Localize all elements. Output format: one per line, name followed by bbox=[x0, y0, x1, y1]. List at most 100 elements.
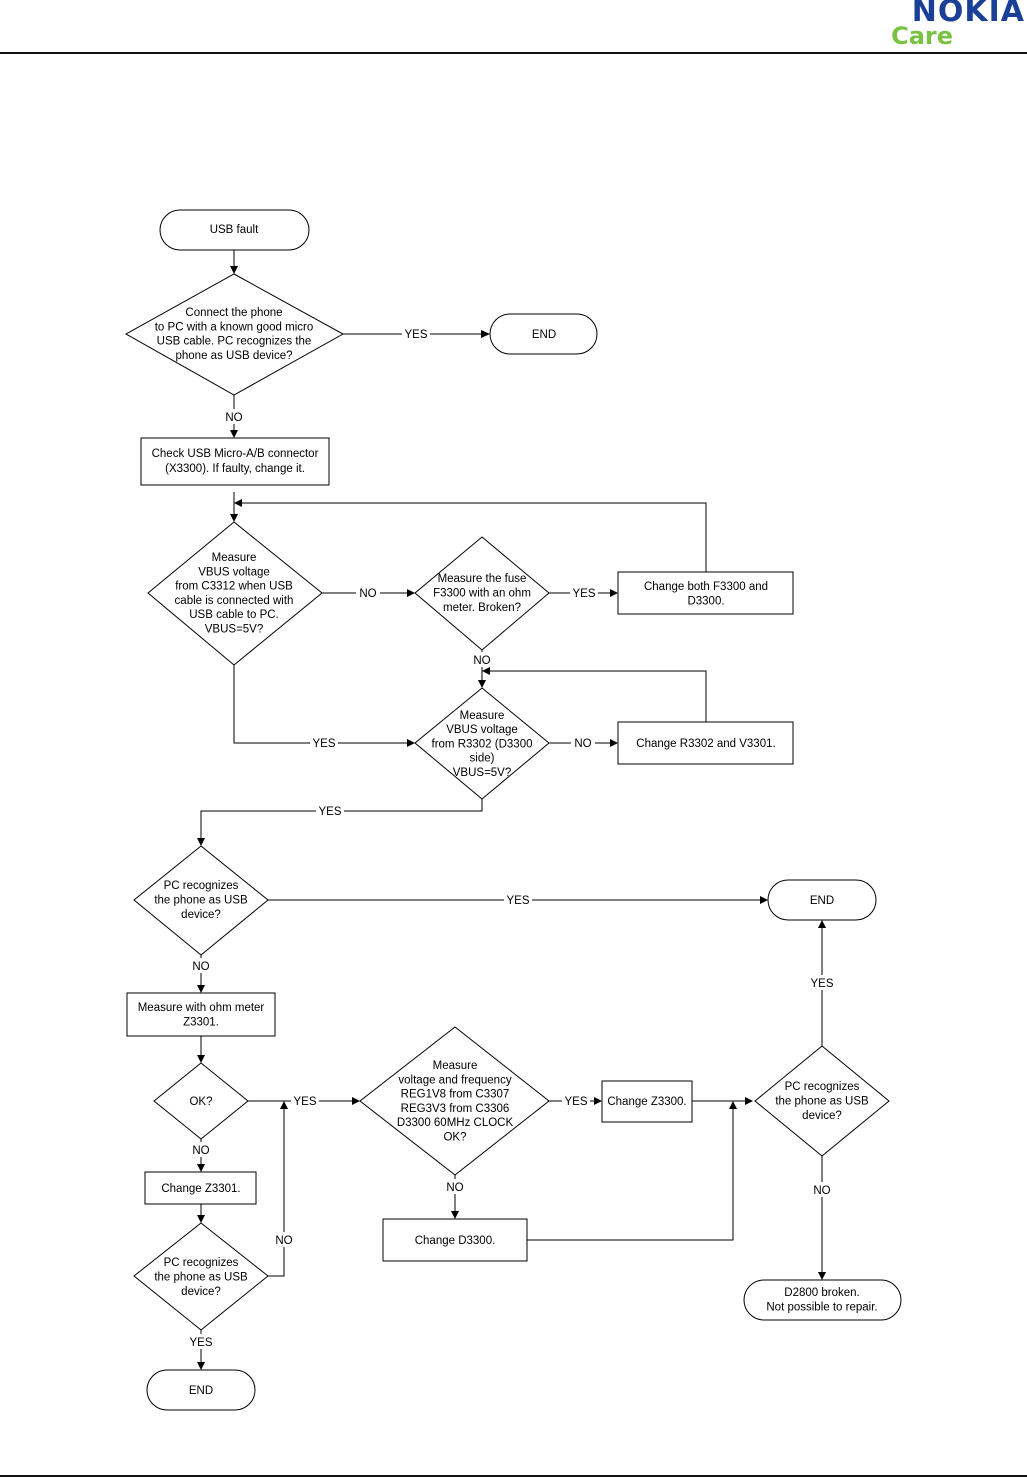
node-text-line: voltage and frequency bbox=[398, 1074, 511, 1086]
node-text-line: the phone as USB bbox=[154, 1272, 248, 1284]
node-text-line: Not possible to repair. bbox=[766, 1302, 877, 1314]
edge-label-pc1-no: NO bbox=[192, 961, 209, 973]
node-text-line: USB cable. PC recognizes the bbox=[157, 336, 312, 348]
svg-text:USB fault: USB fault bbox=[210, 224, 259, 236]
node-text-line: Check USB Micro-A/B connector bbox=[152, 448, 319, 460]
process-change-z3301: Change Z3301. bbox=[144, 1171, 257, 1205]
node-text-line: Measure bbox=[212, 552, 257, 564]
edge-label-pc2-no: NO bbox=[275, 1235, 292, 1247]
node-text-line: (X3300). If faulty, change it. bbox=[165, 463, 305, 475]
svg-text:D2800 broken.Not possible to r: D2800 broken. Not possible to repair. bbox=[766, 1287, 877, 1314]
svg-text:Check USB Micro-A/B connector(: Check USB Micro-A/B connector (X3300). If… bbox=[152, 448, 319, 475]
terminal-end-2: END bbox=[767, 879, 877, 921]
node-text-line: D3300 60MHz CLOCK bbox=[397, 1117, 514, 1129]
care-logo: Care bbox=[891, 22, 953, 50]
edge-label-r3302-no: NO bbox=[574, 738, 591, 750]
process-change-d3300: Change D3300. bbox=[382, 1218, 528, 1262]
node-text-line: VBUS voltage bbox=[198, 566, 270, 578]
node-text-line: device? bbox=[181, 1286, 221, 1298]
node-text-line: meter. Broken? bbox=[443, 602, 521, 614]
svg-text:Change D3300.: Change D3300. bbox=[415, 1235, 496, 1247]
terminal-end-3: END bbox=[146, 1369, 256, 1411]
node-text-line: from C3312 when USB bbox=[175, 581, 293, 593]
node-text-line: device? bbox=[181, 909, 221, 921]
svg-text:Change Z3301.: Change Z3301. bbox=[161, 1183, 240, 1195]
node-text-line: Connect the phone bbox=[185, 307, 282, 319]
edge-label-reg-no: NO bbox=[446, 1182, 463, 1194]
node-text-line: VBUS voltage bbox=[446, 724, 518, 736]
node-text-line: Z3301. bbox=[183, 1017, 219, 1029]
terminal-d2800-broken: D2800 broken. Not possible to repair. bbox=[743, 1279, 902, 1321]
node-text-line: REG3V3 from C3306 bbox=[401, 1103, 510, 1115]
process-change-z3300: Change Z3300. bbox=[601, 1080, 693, 1123]
edge-label-connect-no: NO bbox=[225, 412, 242, 424]
node-text-line: Change Z3300. bbox=[607, 1096, 686, 1108]
node-text-line: Measure bbox=[433, 1060, 478, 1072]
node-text-line: VBUS=5V? bbox=[453, 767, 512, 779]
node-start: USB fault bbox=[159, 209, 310, 251]
svg-text:END: END bbox=[532, 329, 556, 341]
node-text-line: OK? bbox=[443, 1132, 466, 1144]
page-header: NOKIA Care bbox=[0, 0, 1027, 56]
decision-ok: OK? bbox=[153, 1062, 249, 1140]
process-change-r3302: Change R3302 and V3301. bbox=[617, 721, 794, 765]
edge-label-reg-yes: YES bbox=[564, 1096, 587, 1108]
edge-label-pc3-yes: YES bbox=[810, 978, 833, 990]
node-text-line: cable is connected with bbox=[175, 595, 294, 607]
node-text-line: device? bbox=[802, 1110, 842, 1122]
edge-label-pc3-no: NO bbox=[813, 1185, 830, 1197]
connectors bbox=[197, 250, 826, 1370]
edge-label-fuse-no: NO bbox=[473, 655, 490, 667]
edge-label-connect-yes: YES bbox=[404, 329, 427, 341]
node-text-line: PC recognizes bbox=[164, 1257, 239, 1269]
edge-label-ok-yes: YES bbox=[293, 1096, 316, 1108]
node-text-line: phone as USB device? bbox=[176, 350, 293, 362]
node-text-line: D3300. bbox=[687, 596, 724, 608]
node-text-line: D2800 broken. bbox=[784, 1287, 859, 1299]
edge-label-pc1-yes: YES bbox=[506, 895, 529, 907]
node-text-line: the phone as USB bbox=[775, 1096, 869, 1108]
node-text-line: Change R3302 and V3301. bbox=[636, 738, 775, 750]
node-text-line: Change both F3300 and bbox=[644, 581, 768, 593]
edge-label-ok-no: NO bbox=[192, 1145, 209, 1157]
nokia-logo: NOKIA bbox=[911, 0, 1025, 29]
node-text-line: F3300 with an ohm bbox=[433, 588, 531, 600]
terminal-end-1: END bbox=[489, 313, 598, 355]
node-text-line: Measure the fuse bbox=[438, 573, 527, 585]
node-text-line: USB cable to PC. bbox=[189, 609, 278, 621]
node-text-line: Measure bbox=[460, 710, 505, 722]
node-text-line: VBUS=5V? bbox=[205, 624, 264, 636]
edge-label-vbus-no: NO bbox=[359, 588, 376, 600]
edge-label-fuse-yes: YES bbox=[572, 588, 595, 600]
node-text-line: from R3302 (D3300 bbox=[432, 738, 533, 750]
edge-label-r3302-yes: YES bbox=[318, 806, 341, 818]
svg-text:OK?: OK? bbox=[189, 1096, 212, 1108]
svg-text:END: END bbox=[810, 895, 834, 907]
header-rule bbox=[0, 52, 1027, 54]
node-text-line: Change Z3301. bbox=[161, 1183, 240, 1195]
decision-pc-recognizes-2: PC recognizes the phone as USB device? bbox=[133, 1222, 269, 1331]
edge-labels: YES NO NO YES NO YES NO YES YES NO YES N… bbox=[187, 326, 836, 1349]
svg-text:Change R3302 and V3301.: Change R3302 and V3301. bbox=[636, 738, 775, 750]
node-text-line: Measure with ohm meter bbox=[138, 1002, 265, 1014]
node-text-line: Change D3300. bbox=[415, 1235, 496, 1247]
footer-rule bbox=[0, 1475, 1027, 1477]
